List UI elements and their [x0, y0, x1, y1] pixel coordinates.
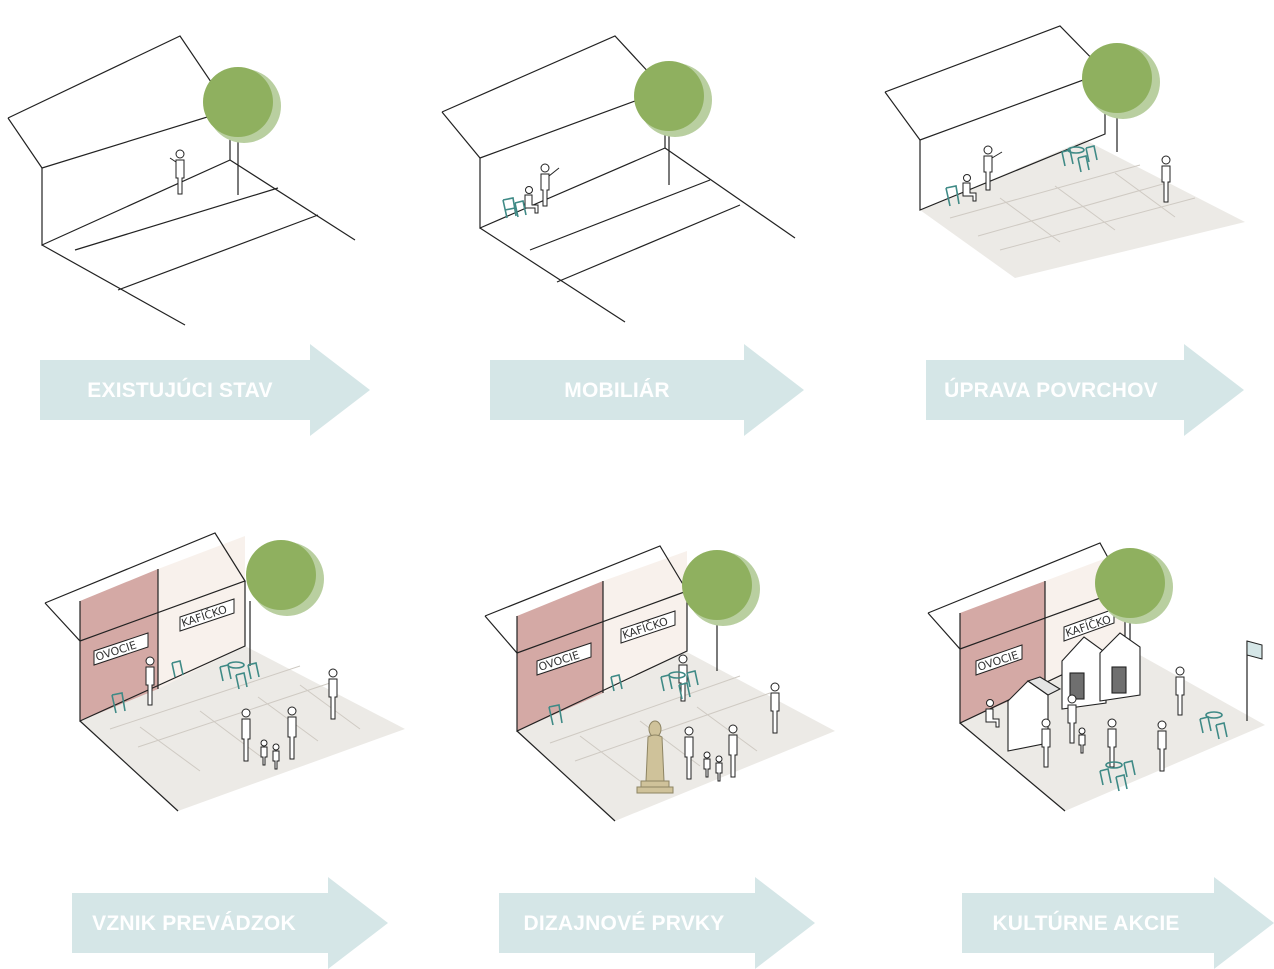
scene-furniture [441, 35, 796, 323]
person-icon [169, 149, 185, 195]
arrow-shape [40, 344, 370, 436]
people-icon [145, 656, 338, 770]
step-cultural-events: OVOCIE KAFÍČKO [850, 481, 1274, 969]
tree-icon [1082, 43, 1160, 119]
arrow-shape [72, 877, 388, 969]
scene-surface-modification [884, 25, 1245, 278]
tree-icon [682, 550, 760, 626]
chair-icon [502, 197, 527, 219]
tree-icon [634, 61, 712, 137]
chair-icon [945, 145, 1098, 207]
step-arrow: EXISTUJÚCI STAV [40, 344, 370, 436]
step-arrow: DIZAJNOVÉ PRVKY [499, 877, 815, 969]
scene-cultural-events: OVOCIE KAFÍČKO [927, 542, 1265, 812]
step-surface-modification: ÚPRAVA POVRCHOV [850, 0, 1274, 480]
step-label: MOBILIÁR [564, 379, 670, 402]
step-arrow: ÚPRAVA POVRCHOV [926, 344, 1244, 436]
step-arrow: KULTÚRNE AKCIE [962, 877, 1274, 969]
chair-icon [111, 660, 260, 714]
tree-icon [1095, 548, 1173, 624]
roof-outline [7, 35, 231, 169]
step-new-businesses: OVOCIE KAFÍČKO VZ [0, 481, 424, 969]
step-label: DIZAJNOVÉ PRVKY [523, 912, 725, 935]
people-icon [985, 666, 1185, 772]
arrow-shape [962, 877, 1274, 969]
chair-icon [1099, 711, 1228, 792]
scene-design-elements: OVOCIE KAFÍČKO [484, 545, 835, 822]
step-arrow: VZNIK PREVÁDZOK [72, 877, 388, 969]
statue-icon [636, 720, 674, 794]
people-icon [678, 654, 780, 782]
step-arrow: MOBILIÁR [490, 344, 804, 436]
person-icon [983, 145, 1171, 203]
seated-person-icon [524, 186, 539, 214]
tree-icon [246, 540, 324, 616]
paving-surface [920, 140, 1245, 278]
step-label: ÚPRAVA POVRCHOV [944, 379, 1158, 402]
arrow-shape [490, 344, 804, 436]
flag-icon [1246, 640, 1263, 660]
step-label: KULTÚRNE AKCIE [992, 912, 1180, 935]
step-label: VZNIK PREVÁDZOK [92, 912, 296, 935]
person-icon [540, 163, 560, 207]
tree-icon [203, 67, 281, 143]
market-stall-icon [1007, 632, 1141, 752]
scene-new-businesses: OVOCIE KAFÍČKO [44, 532, 405, 812]
chair-icon [548, 670, 699, 726]
step-existing-state: EXISTUJÚCI STAV [0, 0, 424, 480]
step-design-elements: OVOCIE KAFÍČKO [425, 481, 849, 969]
arrow-shape [499, 877, 815, 969]
seated-person-icon [962, 174, 977, 202]
step-label: EXISTUJÚCI STAV [87, 379, 273, 402]
step-furniture: MOBILIÁR [425, 0, 849, 480]
scene-existing-state [7, 35, 356, 326]
arrow-shape [926, 344, 1244, 436]
